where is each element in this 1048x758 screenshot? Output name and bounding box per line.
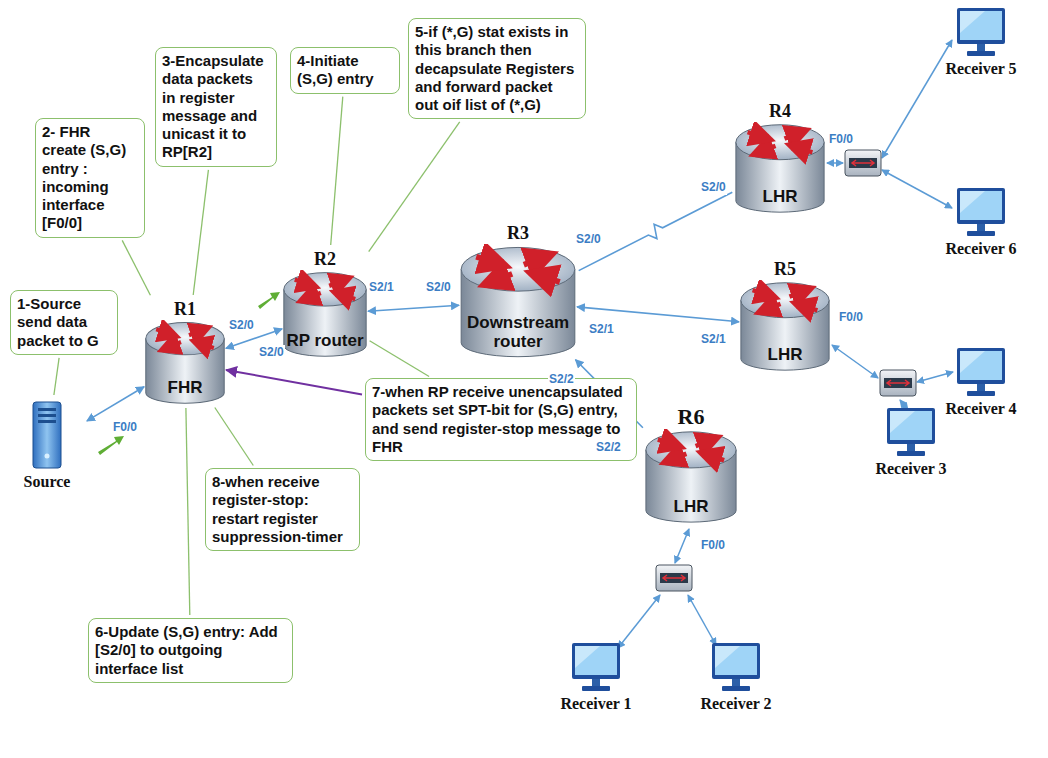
- callout-text: 2- FHR create (S,G) entry : incoming int…: [42, 123, 138, 233]
- callout-text: 1-Source send data packet to G: [17, 295, 111, 350]
- interface-label: S2/1: [368, 280, 395, 295]
- network-link: [579, 192, 733, 270]
- callout-box: 4-Initiate (S,G) entry: [290, 47, 400, 94]
- leader-line: [193, 170, 208, 295]
- router-name: R2: [283, 248, 367, 270]
- callout-box: 6-Update (S,G) entry: Add [S2/0] to outg…: [88, 618, 293, 683]
- leader-line: [122, 240, 150, 295]
- source-label: Source: [8, 472, 86, 491]
- callout-box: 1-Source send data packet to G: [10, 290, 118, 355]
- interface-label: F0/0: [112, 420, 138, 435]
- source-node: Source: [8, 398, 86, 491]
- callout-text: 7-when RP receive unencapsulated packets…: [372, 383, 630, 456]
- monitor-icon: [875, 405, 947, 459]
- network-link: [577, 307, 739, 322]
- flow-arrow: [98, 292, 280, 455]
- router-body: LHR: [740, 280, 830, 372]
- router-name: R5: [740, 258, 830, 280]
- router-name: R3: [460, 222, 576, 244]
- network-link: [368, 305, 459, 311]
- receiver-label: Receiver 4: [945, 399, 1017, 418]
- router-body: LHR: [735, 122, 825, 214]
- interface-label: S2/0: [700, 180, 727, 195]
- callout-text: 5-if (*,G) stat exists in this branch th…: [415, 23, 579, 114]
- router-role: LHR: [742, 345, 828, 365]
- interface-label: F0/0: [838, 310, 864, 325]
- interface-label: F0/0: [828, 132, 854, 147]
- router-node: R2 RP router: [283, 248, 367, 358]
- callout-box: 8-when receive register-stop: restart re…: [205, 468, 360, 551]
- receiver-label: Receiver 1: [560, 694, 632, 713]
- receiver-node: Receiver 3: [875, 405, 947, 478]
- leader-line: [369, 122, 460, 252]
- interface-label: S2/0: [258, 345, 285, 360]
- router-role: FHR: [147, 378, 223, 398]
- register-stop-arrow: [226, 370, 362, 395]
- leader-line: [215, 408, 254, 466]
- router-node: R4LHR: [735, 100, 825, 214]
- callout-text: 4-Initiate (S,G) entry: [297, 52, 393, 89]
- monitor-icon: [700, 640, 772, 694]
- callout-box: 5-if (*,G) stat exists in this branch th…: [408, 18, 586, 119]
- interface-label: S2/2: [548, 372, 575, 387]
- interface-label: S2/2: [595, 440, 622, 455]
- interface-label: S2/1: [700, 332, 727, 347]
- router-role: LHR: [647, 497, 735, 517]
- interface-label: S2/0: [228, 318, 255, 333]
- server-icon: [8, 398, 86, 472]
- callout-box: 2- FHR create (S,G) entry : incoming int…: [35, 118, 145, 238]
- lan-switch: [656, 565, 692, 591]
- router-node: R3Downstream router: [460, 222, 576, 359]
- monitor-icon: [945, 345, 1017, 399]
- router-role: Downstream router: [462, 313, 574, 352]
- router-role: RP router: [285, 331, 365, 351]
- monitor-icon: [560, 640, 632, 694]
- router-name: R4: [735, 100, 825, 122]
- router-body: LHR: [645, 429, 737, 524]
- leader-line: [54, 358, 59, 395]
- callout-box: 3-Encapsulate data packets in register m…: [155, 47, 277, 167]
- callout-text: 3-Encapsulate data packets in register m…: [162, 52, 270, 162]
- router-role: LHR: [737, 187, 823, 207]
- router-node: R5LHR: [740, 258, 830, 372]
- lan-wires: [618, 40, 953, 648]
- lan-switch: [845, 150, 881, 176]
- receiver-label: Receiver 2: [700, 694, 772, 713]
- receiver-label: Receiver 5: [945, 59, 1017, 78]
- receiver-node: Receiver 5: [945, 5, 1017, 78]
- receiver-node: Receiver 1: [560, 640, 632, 713]
- network-link: [87, 387, 144, 421]
- router-node: R1FHR: [145, 298, 225, 405]
- monitor-icon: [945, 185, 1017, 239]
- router-body: RP router: [283, 270, 367, 358]
- receiver-node: Receiver 6: [945, 185, 1017, 258]
- leader-line: [331, 97, 343, 245]
- interface-label: F0/0: [700, 538, 726, 553]
- monitor-icon: [945, 5, 1017, 59]
- interface-label: S2/1: [588, 322, 615, 337]
- interface-label: S2/0: [575, 232, 602, 247]
- router-name: R6: [645, 404, 737, 429]
- router-body: Downstream router: [460, 244, 576, 359]
- router-node: R6LHR: [645, 404, 737, 524]
- interface-label: S2/0: [425, 280, 452, 295]
- callout-text: 6-Update (S,G) entry: Add [S2/0] to outg…: [95, 623, 286, 678]
- router-name: R1: [145, 298, 225, 320]
- receiver-label: Receiver 6: [945, 239, 1017, 258]
- lan-switch: [880, 370, 916, 396]
- leader-line: [370, 341, 430, 377]
- callout-text: 8-when receive register-stop: restart re…: [212, 473, 353, 546]
- router-body: FHR: [145, 320, 225, 405]
- receiver-node: Receiver 4: [945, 345, 1017, 418]
- receiver-label: Receiver 3: [875, 459, 947, 478]
- leader-line: [186, 408, 190, 615]
- receiver-node: Receiver 2: [700, 640, 772, 713]
